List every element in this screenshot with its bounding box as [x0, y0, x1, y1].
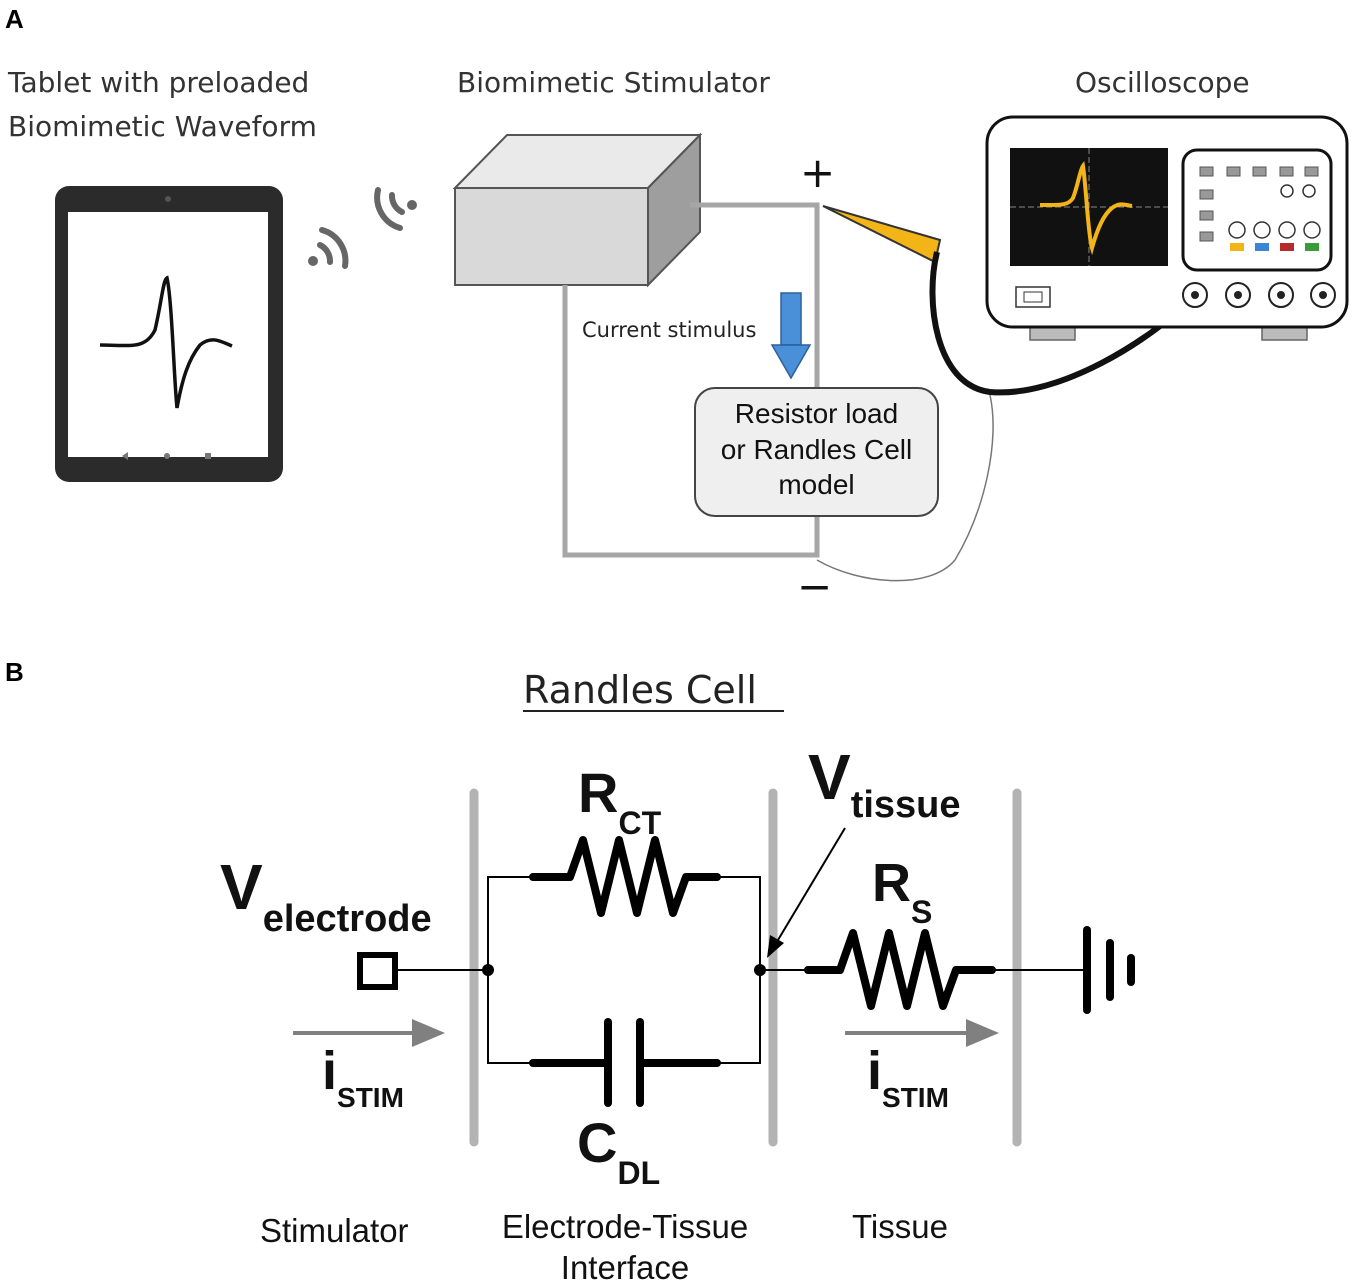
panel-letter-b: B: [5, 657, 24, 687]
tablet-label-line1: Tablet with preloaded: [8, 66, 310, 99]
oscilloscope: [985, 115, 1349, 341]
load-line1: Resistor load: [734, 398, 899, 429]
istim-left-label: iSTIM: [322, 1041, 404, 1113]
panel-letter-a: A: [5, 4, 24, 34]
wireless-icon: [308, 187, 417, 269]
cdl-label: CDL: [577, 1111, 661, 1191]
current-arrow: [770, 292, 812, 380]
istim-right-label: iSTIM: [867, 1041, 949, 1113]
rct-label: RCT: [578, 761, 662, 841]
current-stimulus-label: Current stimulus: [582, 318, 757, 342]
load-line2: or Randles Cell: [720, 434, 913, 465]
node-left: [482, 964, 494, 976]
minus-terminal-label: −: [797, 562, 833, 611]
load-line3: model: [778, 469, 855, 500]
oscilloscope-trace: [1039, 161, 1133, 256]
electrode-terminal: [357, 952, 398, 990]
capacitor-cdl: [529, 1018, 721, 1107]
stimulator-side: [647, 132, 701, 288]
stimulator-label: Biomimetic Stimulator: [457, 66, 770, 99]
region-stimulator-label: Stimulator: [260, 1212, 409, 1249]
tablet-camera: [165, 196, 171, 202]
oscilloscope-label: Oscilloscope: [1075, 66, 1250, 99]
rs-label: RS: [872, 853, 933, 930]
tablet-waveform: [99, 275, 233, 409]
node-right: [754, 964, 766, 976]
tablet-screen: [68, 212, 268, 457]
tablet: [55, 186, 283, 482]
region-interface-line1: Electrode-Tissue: [501, 1208, 749, 1245]
circuit-wires: [562, 202, 820, 558]
randles-cell-title: Randles Cell: [523, 668, 757, 712]
region-interface-line2: Interface: [560, 1249, 690, 1286]
region-tissue-label: Tissue: [852, 1208, 948, 1245]
region-dividers: [469, 788, 1022, 1147]
ground-probe-wire: [816, 394, 994, 582]
resistor-rct: [529, 836, 721, 917]
load-box: [694, 387, 939, 517]
stimulator-box: [452, 132, 703, 288]
control-panel: [1181, 148, 1333, 272]
ground-icon: [1083, 926, 1135, 1014]
v-tissue-label: Vtissue: [808, 741, 961, 826]
v-electrode-label: Velectrode: [220, 851, 432, 940]
vtissue-pointer: [767, 827, 846, 958]
tablet-nav-icons: [122, 452, 211, 460]
resistor-rs: [804, 929, 996, 1010]
tablet-label-line2: Biomimetic Waveform: [8, 110, 317, 143]
oscilloscope-probe: [822, 205, 1196, 396]
plus-terminal-label: +: [800, 148, 836, 197]
current-arrows-b: [293, 1019, 999, 1047]
